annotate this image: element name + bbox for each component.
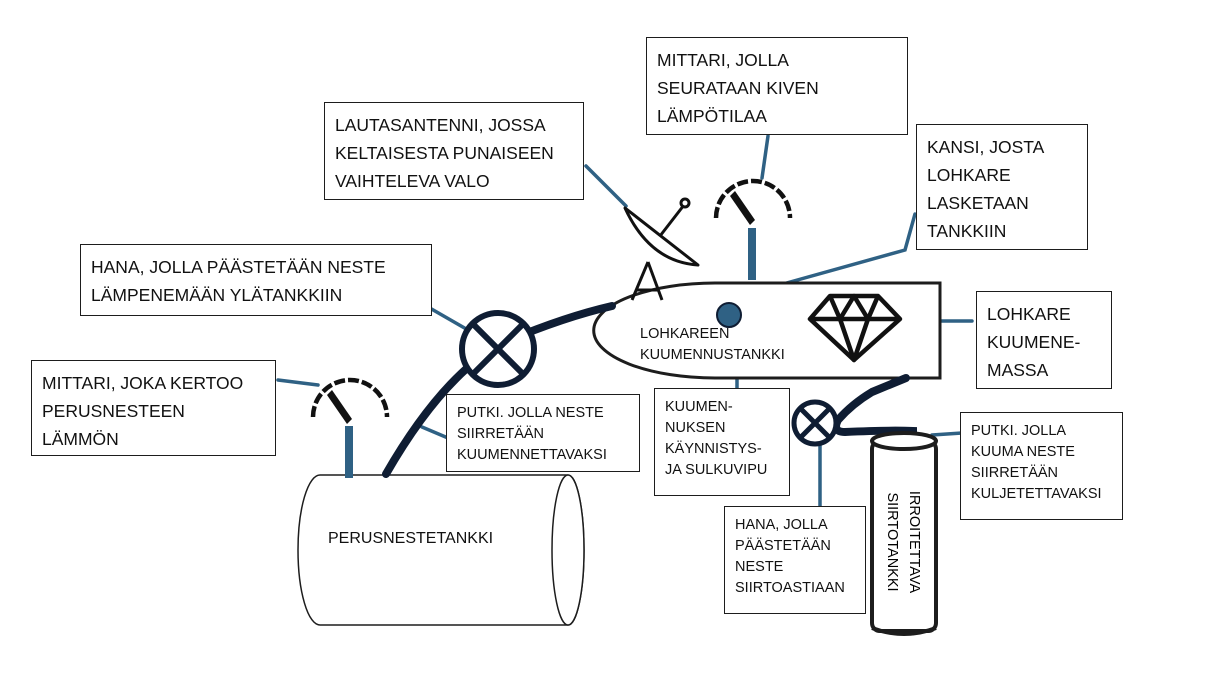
pipe-to-transfer bbox=[832, 374, 917, 444]
gauge-icon bbox=[713, 178, 793, 225]
leader-meter-base bbox=[276, 378, 320, 387]
valve-icon bbox=[791, 399, 839, 447]
transfer-tank-label: IRROITETTAVA SIIRTOTANKKI bbox=[884, 490, 922, 594]
label-dish-antenna: LAUTASANTENNI, JOSSA KELTAISESTA PUNAISE… bbox=[324, 102, 584, 200]
label-lid: KANSI, JOSTA LOHKARE LASKETAAN TANKKIIN bbox=[916, 124, 1088, 250]
gauge-icon bbox=[310, 377, 390, 424]
transfer-tank-label-wrap: IRROITETTAVA SIIRTOTANKKI bbox=[868, 462, 938, 622]
leader-dish bbox=[584, 164, 628, 208]
leader-meter-stone bbox=[760, 134, 770, 180]
base-tank-shape bbox=[297, 474, 585, 626]
leader-lid bbox=[781, 212, 917, 286]
leader-tap-top bbox=[426, 305, 470, 332]
label-meter-base: MITTARI, JOKA KERTOO PERUSNESTEEN LÄMMÖN bbox=[31, 360, 276, 456]
diamond-icon bbox=[807, 293, 903, 363]
label-block-mass: LOHKARE KUUMENE- MASSA bbox=[976, 291, 1112, 389]
label-meter-stone: MITTARI, JOLLA SEURATAAN KIVEN LÄMPÖTILA… bbox=[646, 37, 908, 135]
leader-pipe-transport bbox=[930, 431, 964, 437]
base-meter-stem bbox=[345, 426, 353, 478]
top-meter-stem bbox=[748, 228, 756, 280]
label-switch: KUUMEN- NUKSEN KÄYNNISTYS- JA SULKUVIPU bbox=[654, 388, 790, 496]
label-tap-bottom: HANA, JOLLA PÄÄSTETÄÄN NESTE SIIRTOASTIA… bbox=[724, 506, 866, 614]
label-pipe-heat: PUTKI. JOLLA NESTE SIIRRETÄÄN KUUMENNETT… bbox=[446, 394, 640, 472]
switch-knob[interactable] bbox=[716, 302, 742, 328]
transfer-tank-shape bbox=[870, 431, 938, 636]
valve-icon bbox=[459, 310, 537, 388]
leader-pipe-heat bbox=[420, 425, 450, 440]
dish-antenna-icon bbox=[623, 197, 700, 301]
label-tap-top: HANA, JOLLA PÄÄSTETÄÄN NESTE LÄMPENEMÄÄN… bbox=[80, 244, 432, 316]
heating-tank-label: LOHKAREEN KUUMENNUSTANKKI bbox=[640, 326, 785, 363]
label-pipe-transport: PUTKI. JOLLA KUUMA NESTE SIIRRETÄÄN KULJ… bbox=[960, 412, 1123, 520]
base-tank-label: PERUSNESTETANKKI bbox=[328, 530, 494, 547]
